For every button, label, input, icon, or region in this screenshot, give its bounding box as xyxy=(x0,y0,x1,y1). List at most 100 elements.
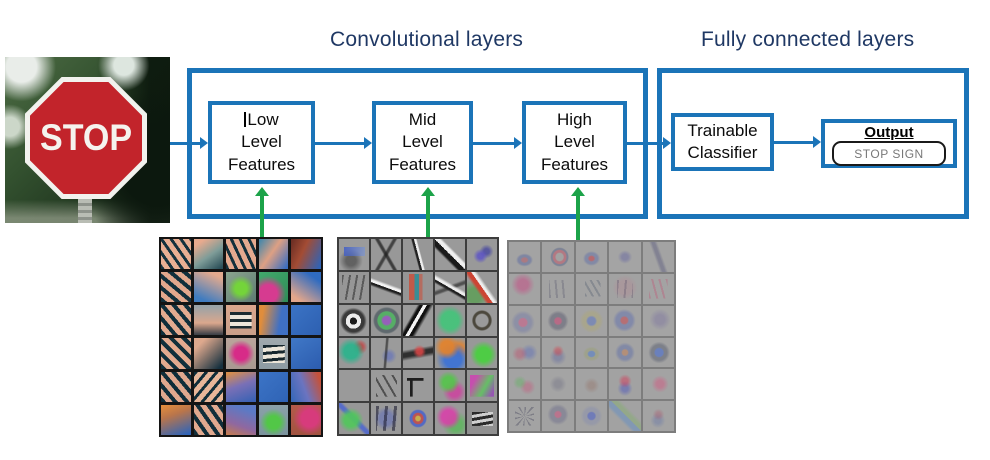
mid-filter-cell xyxy=(435,239,465,270)
arrow-classifier-to-output xyxy=(774,136,821,148)
mid-filter-cell xyxy=(371,403,401,434)
low-level-filters-grid xyxy=(159,237,323,437)
high-level-features-box: High Level Features xyxy=(522,101,627,184)
high-filter-cell xyxy=(509,337,541,368)
mid-level-line1: Mid xyxy=(408,110,437,130)
mid-filter-cell xyxy=(403,239,433,270)
arrow-photo-to-low xyxy=(170,137,208,149)
output-value-pill: STOP SIGN xyxy=(832,141,946,166)
low-filter-cell xyxy=(161,338,191,369)
high-filter-cell xyxy=(542,401,574,431)
high-filter-cell xyxy=(542,305,574,336)
mid-filter-cell xyxy=(467,271,497,303)
mid-filter-cell xyxy=(403,403,433,434)
low-filter-cell xyxy=(226,305,256,336)
low-level-word: Low xyxy=(247,110,279,130)
mid-filter-cell xyxy=(339,239,369,270)
mid-level-line3: Features xyxy=(388,154,457,174)
low-filter-cell xyxy=(161,305,191,336)
mid-filter-cell xyxy=(435,271,465,303)
low-filter-cell xyxy=(258,338,289,369)
mid-level-line2: Level xyxy=(402,132,443,152)
mid-filter-cell xyxy=(339,271,369,303)
mid-filter-cell xyxy=(467,304,497,336)
low-filter-cell xyxy=(161,371,191,402)
mid-filter-cell xyxy=(339,370,369,402)
mid-filter-cell xyxy=(403,337,433,369)
high-filter-cell xyxy=(509,401,541,431)
low-filter-cell xyxy=(258,305,289,336)
high-filter-cell xyxy=(609,273,641,304)
high-level-filters-grid xyxy=(507,240,676,433)
mid-filter-cell xyxy=(435,403,465,434)
high-level-line1: High xyxy=(557,110,592,130)
high-filter-cell xyxy=(642,273,674,304)
mid-filter-cell xyxy=(467,239,497,270)
mid-filter-cell xyxy=(339,304,369,336)
stop-sign: STOP xyxy=(25,77,147,199)
mid-filter-cell xyxy=(371,337,401,369)
low-filter-cell xyxy=(291,272,321,303)
high-filter-cell xyxy=(542,337,574,368)
low-filter-cell xyxy=(226,338,256,369)
mid-filter-cell xyxy=(403,370,433,402)
high-filter-cell xyxy=(609,369,641,400)
high-filter-cell xyxy=(575,369,608,400)
output-box: Output STOP SIGN xyxy=(821,119,957,168)
low-filter-cell xyxy=(161,404,191,435)
high-filter-cell xyxy=(509,305,541,336)
high-filter-cell xyxy=(575,273,608,304)
high-filter-cell xyxy=(509,242,541,272)
high-filter-cell xyxy=(609,337,641,368)
high-filter-cell xyxy=(542,242,574,272)
high-filter-cell xyxy=(642,401,674,431)
high-filter-cell xyxy=(642,305,674,336)
low-level-features-box: Low Level Features xyxy=(208,101,315,184)
output-label: Output xyxy=(864,124,914,141)
low-level-line2: Level xyxy=(241,132,282,152)
low-filter-cell xyxy=(258,371,289,402)
stop-sign-face: STOP xyxy=(30,82,142,194)
mid-filter-cell xyxy=(371,271,401,303)
high-filter-cell xyxy=(575,401,608,431)
high-filter-cell xyxy=(642,242,674,272)
mid-filter-cell xyxy=(339,403,369,434)
arrow-low-to-mid xyxy=(315,137,372,149)
arrow-mid-to-high xyxy=(473,137,522,149)
high-filter-cell xyxy=(575,242,608,272)
high-filter-cell xyxy=(575,337,608,368)
sign-post xyxy=(78,192,92,223)
mid-filter-cell xyxy=(403,271,433,303)
low-filter-cell xyxy=(161,239,191,270)
mid-filter-cell xyxy=(467,370,497,402)
mid-filter-cell xyxy=(435,304,465,336)
high-filter-cell xyxy=(642,337,674,368)
mid-filter-cell xyxy=(371,370,401,402)
low-filter-cell xyxy=(193,371,224,402)
fully-connected-layers-title: Fully connected layers xyxy=(701,28,915,51)
high-filter-cell xyxy=(542,369,574,400)
arrow-highgrid-to-highbox xyxy=(571,187,585,240)
classifier-line1: Trainable xyxy=(687,120,758,140)
stop-sign-text: STOP xyxy=(39,117,133,158)
mid-filter-cell xyxy=(371,239,401,270)
mid-filter-cell xyxy=(435,337,465,369)
mid-level-filters-grid xyxy=(337,237,499,436)
low-filter-cell xyxy=(291,305,321,336)
low-filter-cell xyxy=(291,371,321,402)
mid-filter-cell xyxy=(467,403,497,434)
low-filter-cell xyxy=(291,338,321,369)
mid-level-features-box: Mid Level Features xyxy=(372,101,473,184)
mid-filter-cell xyxy=(467,337,497,369)
text-cursor xyxy=(244,112,247,128)
mid-filter-cell xyxy=(435,370,465,402)
low-filter-cell xyxy=(161,272,191,303)
arrow-high-to-classifier xyxy=(627,137,671,149)
low-filter-cell xyxy=(258,272,289,303)
low-filter-cell xyxy=(193,404,224,435)
low-filter-cell xyxy=(193,239,224,270)
low-filter-cell xyxy=(193,338,224,369)
high-filter-cell xyxy=(609,401,641,431)
high-level-line3: Features xyxy=(540,154,609,174)
